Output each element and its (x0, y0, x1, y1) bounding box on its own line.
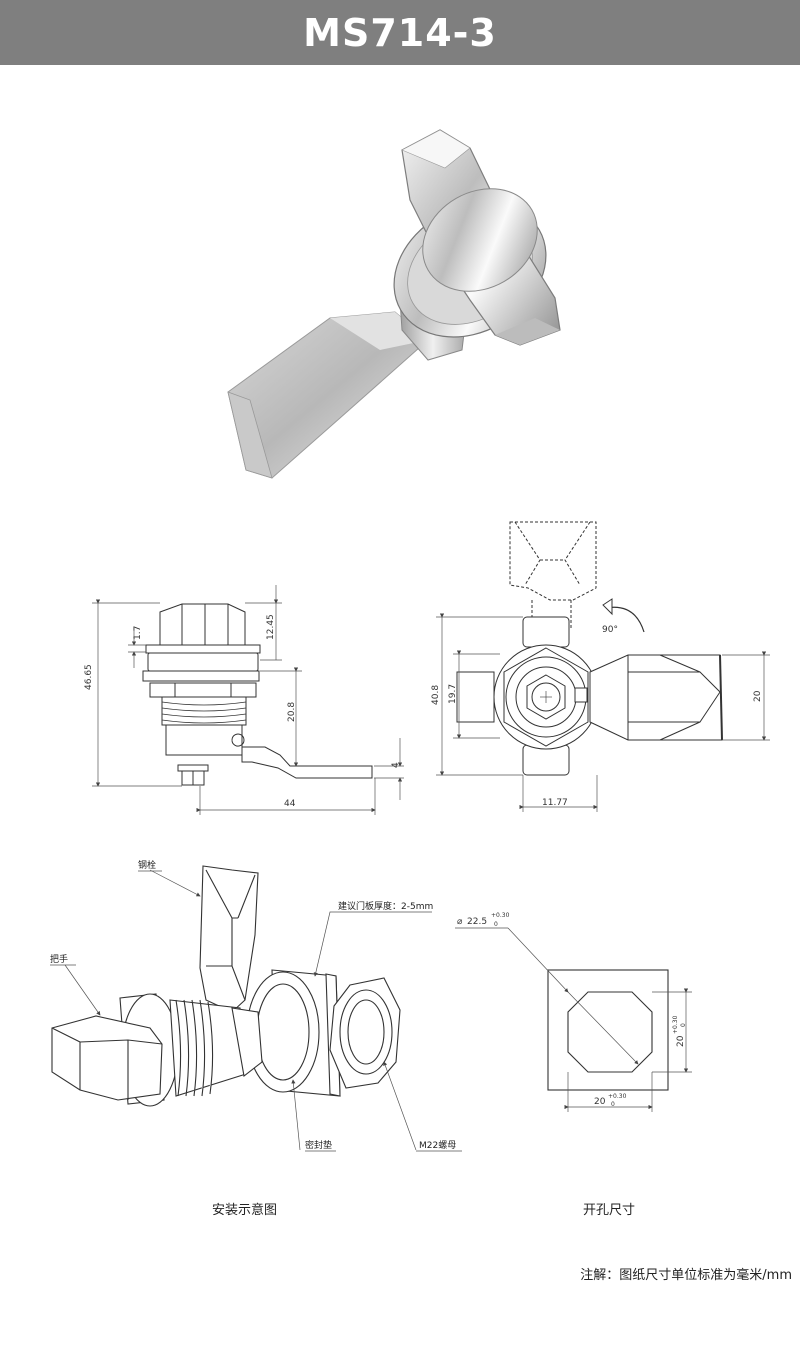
front-view-dimension-lines (436, 613, 770, 812)
tol-zero-side-h: 0 (611, 1101, 615, 1108)
cutout-drawing (547, 969, 669, 1091)
tol-plus-side-h: +0.30 (608, 1093, 627, 1100)
dim-1-7: 1.7 (133, 626, 143, 640)
caption-cutout: 开孔尺寸 (583, 1203, 636, 1218)
tol-zero-side-v: 0 (680, 1023, 687, 1027)
label-gasket: 密封垫 (305, 1139, 332, 1151)
dim-20-8: 20.8 (287, 702, 297, 722)
exploded-labels: 钢栓 把手 建议门板厚度：2-5mm 密封垫 M22螺母 (50, 859, 456, 1151)
caption-installation: 安装示意图 (212, 1203, 278, 1218)
footer-note: 注解：图纸尺寸单位标准为毫米/mm (580, 1268, 792, 1283)
page-title: MS714-3 (303, 10, 497, 55)
product-photo (227, 129, 561, 479)
label-panel-thickness: 建议门板厚度：2-5mm (338, 900, 433, 912)
dim-11-77: 11.77 (542, 798, 568, 808)
dim-diameter-22-5: 22.5 (467, 917, 487, 927)
dim-12-45: 12.45 (266, 614, 276, 640)
side-view-drawing (142, 603, 373, 786)
exploded-assembly (51, 865, 401, 1107)
side-view-dimension-lines (92, 585, 404, 815)
tol-plus-diameter: +0.30 (491, 912, 510, 919)
diameter-symbol: ⌀ (457, 917, 463, 927)
dim-40-8: 40.8 (431, 685, 441, 705)
tol-plus-side-v: +0.30 (672, 1015, 679, 1034)
dim-side-h-20: 20 (594, 1097, 606, 1107)
dim-19-7: 19.7 (448, 684, 458, 704)
exploded-leader-lines (50, 869, 462, 1152)
dim-44: 44 (284, 799, 296, 809)
dim-46-65: 46.65 (84, 664, 94, 690)
label-nut: M22螺母 (419, 1140, 456, 1151)
dim-90-deg: 90° (602, 625, 618, 635)
front-view-dimension-text: 40.8 19.7 20 11.77 90° (431, 625, 763, 808)
dim-side-v-20: 20 (676, 1035, 686, 1047)
side-view-dimension-text: 46.65 1.7 12.45 20.8 4 44 (84, 614, 401, 809)
label-handle: 把手 (50, 953, 68, 965)
tol-zero-diameter: 0 (494, 921, 498, 928)
header-bar: MS714-3 (0, 0, 800, 65)
cutout-dimension-text: ⌀ 22.5 +0.30 0 20 +0.30 0 20 +0.30 0 (457, 912, 687, 1108)
dim-20-cam: 20 (753, 690, 763, 702)
front-view-drawing (456, 521, 723, 776)
dim-4: 4 (391, 762, 401, 768)
cutout-dimension-lines (455, 927, 692, 1112)
label-pin: 钢栓 (138, 859, 156, 871)
